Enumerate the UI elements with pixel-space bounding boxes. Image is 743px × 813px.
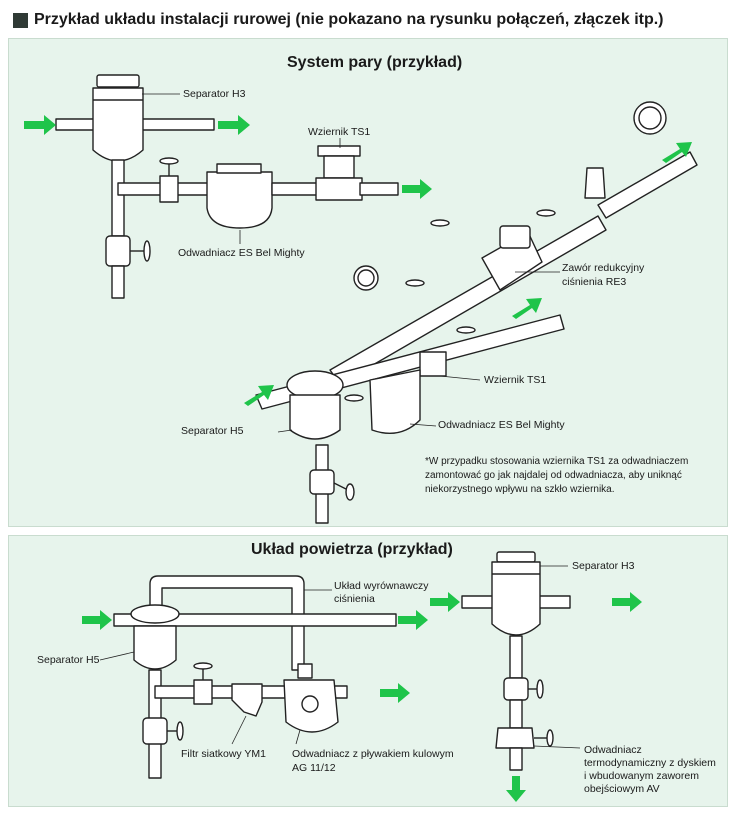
steam-arrow-in-top xyxy=(24,115,56,135)
air-arrow-out-main xyxy=(398,610,428,630)
air-valve-1 xyxy=(142,717,168,745)
label-steam-separator-h3: Separator H3 xyxy=(183,88,246,100)
air-arrow-in-left xyxy=(82,610,112,630)
air-separator-h3 xyxy=(491,561,541,636)
label-air-odw-2: AG 11/12 xyxy=(292,762,336,774)
steam-valve-1 xyxy=(159,175,179,203)
steam-title: System pary (przykład) xyxy=(287,54,463,71)
air-pipe-main xyxy=(113,613,397,627)
air-arrow-in-right xyxy=(430,592,460,612)
air-title: Układ powietrza (przykład) xyxy=(251,541,453,558)
steam-arrow-out-top xyxy=(218,115,250,135)
steam-safety-valve xyxy=(584,167,606,199)
air-separator-h5 xyxy=(130,604,180,624)
air-valve-2 xyxy=(193,679,213,705)
label-air-termo-2: termodynamiczny z dyskiem xyxy=(584,757,716,769)
label-air-uklad-2: ciśnienia xyxy=(334,593,375,605)
label-steam-odwadniacz-mid: Odwadniacz ES Bel Mighty xyxy=(438,419,565,431)
steam-flow-arrows xyxy=(24,115,692,406)
label-air-termo-1: Odwadniacz xyxy=(584,744,642,756)
steam-arrow-diag-mid xyxy=(512,298,542,319)
label-steam-zawor-1: Zawór redukcyjny xyxy=(562,262,645,274)
air-filter-ym1 xyxy=(231,683,263,717)
label-air-separator-h5: Separator H5 xyxy=(37,654,100,666)
steam-handwheel-1 xyxy=(430,219,450,227)
label-steam-zawor-2: ciśnienia RE3 xyxy=(562,276,627,288)
label-steam-wziernik-mid: Wziernik TS1 xyxy=(484,374,547,386)
label-air-odw-1: Odwadniacz z pływakiem kulowym xyxy=(292,748,454,760)
air-thermo-trap xyxy=(495,727,535,749)
steam-arrow-out-sight xyxy=(402,179,432,199)
label-steam-separator-h5: Separator H5 xyxy=(181,425,244,437)
steam-arrow-out-diag xyxy=(662,142,692,163)
page-title: Przykład układu instalacji rurowej (nie … xyxy=(34,11,664,28)
steam-arrow-in-h5 xyxy=(244,385,274,406)
label-air-termo-4: obejściowym AV xyxy=(584,783,660,795)
header-square-icon xyxy=(13,12,28,28)
air-valve-3 xyxy=(503,677,529,701)
label-steam-odwadniacz-top: Odwadniacz ES Bel Mighty xyxy=(178,247,305,259)
air-arrow-out-trap xyxy=(380,683,410,703)
air-flow-arrows xyxy=(82,592,642,802)
steam-trap-es-top xyxy=(206,171,273,229)
label-air-termo-3: i wbudowanym zaworem xyxy=(584,770,699,782)
steam-separator-h3-cap xyxy=(96,74,140,88)
header: Przykład układu instalacji rurowej (nie … xyxy=(13,9,664,31)
label-air-separator-h3: Separator H3 xyxy=(572,560,635,572)
label-steam-wziernik-top: Wziernik TS1 xyxy=(308,126,371,138)
air-arrow-down xyxy=(506,776,526,802)
label-air-filtr: Filtr siatkowy YM1 xyxy=(181,748,266,760)
steam-sight-glass-mid xyxy=(419,351,447,377)
air-separator-h3-cap xyxy=(496,551,536,563)
steam-note: *W przypadku stosowania wziernika TS1 za… xyxy=(425,456,689,495)
air-panel xyxy=(8,535,728,807)
air-arrow-out-right xyxy=(612,592,642,612)
steam-trap-es-mid xyxy=(369,369,421,434)
label-air-uklad-1: Układ wyrównawczy xyxy=(334,580,429,592)
